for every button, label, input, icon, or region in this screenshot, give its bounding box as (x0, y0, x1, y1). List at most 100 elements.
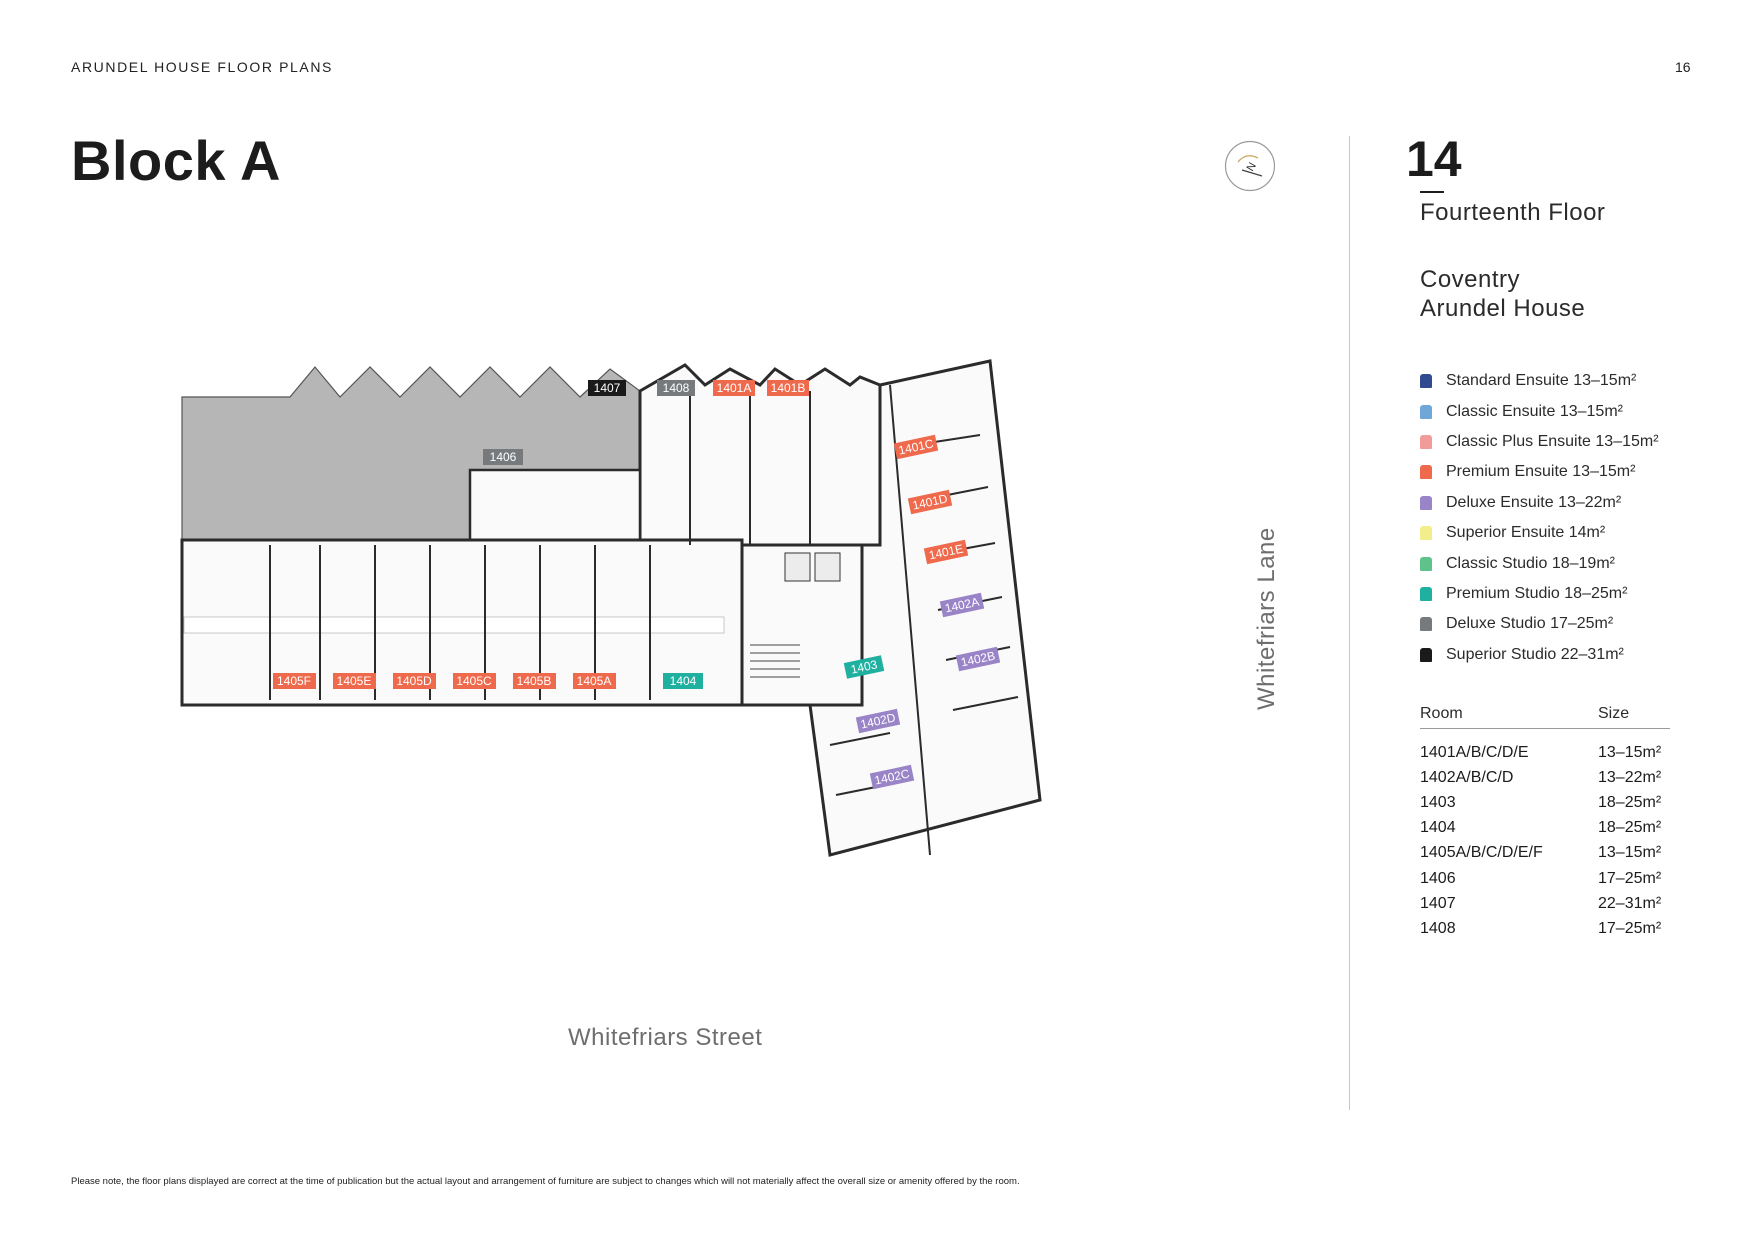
legend-item: Premium Ensuite 13–15m² (1420, 457, 1720, 487)
legend-swatch-icon (1420, 586, 1432, 601)
room-cell: 1405A/B/C/D/E/F (1420, 844, 1543, 862)
svg-text:1403: 1403 (849, 657, 878, 676)
svg-text:1407: 1407 (594, 381, 621, 395)
block-title: Block A (71, 129, 281, 192)
legend-item: Deluxe Studio 17–25m² (1420, 609, 1720, 639)
room-tag-1405b[interactable]: 1405B (513, 673, 556, 689)
room-tag-1402a[interactable]: 1402A (939, 592, 985, 618)
room-column-header: Room (1420, 705, 1463, 722)
svg-text:1406: 1406 (490, 450, 517, 464)
room-cell: 1403 (1420, 793, 1456, 811)
svg-text:1405E: 1405E (337, 674, 372, 688)
compass-icon: N (1224, 140, 1276, 192)
svg-text:1405C: 1405C (456, 674, 492, 688)
room-cell: 1407 (1420, 894, 1456, 912)
legend-label: Classic Ensuite 13–15m² (1446, 402, 1623, 420)
size-cell: 17–25m² (1598, 869, 1662, 887)
floor-plan: 1407 1408 1401A 1401B 1406 1401C 1401D 1… (180, 359, 1042, 857)
legend-swatch-icon (1420, 556, 1432, 571)
room-tag-1401e[interactable]: 1401E (923, 539, 969, 565)
legend-swatch-icon (1420, 495, 1432, 510)
room-tag-1403[interactable]: 1403 (843, 655, 885, 679)
room-tag-1407[interactable]: 1407 (588, 380, 626, 396)
floor-number: 14 (1406, 131, 1462, 187)
svg-text:1404: 1404 (670, 674, 697, 688)
room-tag-1402b[interactable]: 1402B (955, 646, 1001, 672)
legend-item: Standard Ensuite 13–15m² (1420, 366, 1720, 396)
floor-underline (1420, 191, 1444, 193)
room-1406-area (468, 468, 642, 547)
legend-swatch-icon (1420, 434, 1432, 449)
room-tag-1405a[interactable]: 1405A (573, 673, 616, 689)
corridor (183, 616, 725, 634)
legend-item: Classic Ensuite 13–15m² (1420, 396, 1720, 426)
size-column-header: Size (1598, 705, 1630, 722)
legend-label: Classic Studio 18–19m² (1446, 554, 1615, 572)
table-row: 1408 17–25m² (1420, 916, 1670, 941)
right-wing (808, 359, 1042, 857)
room-tag-1408[interactable]: 1408 (657, 380, 695, 396)
room-cell: 1406 (1420, 869, 1456, 887)
table-row: 1403 18–25m² (1420, 790, 1670, 815)
size-cell: 22–31m² (1598, 894, 1662, 912)
svg-text:1405F: 1405F (277, 674, 311, 688)
header-title: ARUNDEL HOUSE FLOOR PLANS (71, 59, 333, 75)
room-tag-1404[interactable]: 1404 (663, 673, 703, 689)
legend-swatch-icon (1420, 617, 1432, 632)
svg-text:1405B: 1405B (517, 674, 552, 688)
room-tag-1405f[interactable]: 1405F (273, 673, 316, 689)
legend: Standard Ensuite 13–15m² Classic Ensuite … (1420, 366, 1720, 670)
svg-text:1405D: 1405D (396, 674, 432, 688)
legend-label: Deluxe Studio 17–25m² (1446, 615, 1614, 633)
table-row: 1406 17–25m² (1420, 866, 1670, 891)
table-row: 1407 22–31m² (1420, 891, 1670, 916)
room-tag-1402d[interactable]: 1402D (855, 708, 901, 734)
room-tag-1401d[interactable]: 1401D (907, 489, 953, 515)
room-tag-1401b[interactable]: 1401B (767, 380, 809, 396)
stairs (750, 644, 800, 678)
room-cell: 1408 (1420, 919, 1456, 937)
svg-text:1408: 1408 (663, 381, 690, 395)
street-label-bottom: Whitefriars Street (568, 1024, 763, 1051)
legend-swatch-icon (1420, 465, 1432, 480)
room-tag-1405d[interactable]: 1405D (393, 673, 436, 689)
table-row: 1404 18–25m² (1420, 816, 1670, 841)
legend-label: Premium Ensuite 13–15m² (1446, 463, 1636, 481)
legend-label: Superior Ensuite 14m² (1446, 524, 1606, 542)
street-label-side: Whitefriars Lane (1253, 527, 1280, 710)
svg-text:1405A: 1405A (577, 674, 612, 688)
floor-name: Fourteenth Floor (1420, 199, 1606, 226)
location-building: Arundel House (1420, 295, 1586, 322)
svg-text:1401B: 1401B (771, 381, 806, 395)
legend-label: Classic Plus Ensuite 13–15m² (1446, 432, 1659, 450)
size-cell: 18–25m² (1598, 793, 1662, 811)
room-tag-1406[interactable]: 1406 (483, 449, 523, 465)
room-cell: 1401A/B/C/D/E (1420, 743, 1529, 761)
location-city: Coventry (1420, 266, 1521, 293)
lift-1 (784, 552, 811, 582)
room-cell: 1404 (1420, 819, 1456, 837)
legend-label: Premium Studio 18–25m² (1446, 584, 1628, 602)
room-tag-1405c[interactable]: 1405C (453, 673, 496, 689)
legend-label: Deluxe Ensuite 13–22m² (1446, 493, 1622, 511)
legend-item: Classic Studio 18–19m² (1420, 548, 1720, 578)
legend-label: Standard Ensuite 13–15m² (1446, 372, 1637, 390)
page-number: 16 (1675, 59, 1691, 75)
size-cell: 13–22m² (1598, 768, 1662, 786)
legend-item: Superior Studio 22–31m² (1420, 640, 1720, 670)
legend-item: Superior Ensuite 14m² (1420, 518, 1720, 548)
disclaimer: Please note, the floor plans displayed a… (71, 1176, 1020, 1187)
legend-item: Deluxe Ensuite 13–22m² (1420, 488, 1720, 518)
room-table-header: Room Size (1420, 705, 1670, 729)
size-cell: 17–25m² (1598, 919, 1662, 937)
room-tag-1401a[interactable]: 1401A (713, 380, 755, 396)
size-cell: 18–25m² (1598, 819, 1662, 837)
lift-2 (814, 552, 841, 582)
room-tag-1401c[interactable]: 1401C (893, 434, 939, 460)
room-tag-1402c[interactable]: 1402C (869, 764, 915, 790)
room-tag-1405e[interactable]: 1405E (333, 673, 376, 689)
legend-swatch-icon (1420, 526, 1432, 541)
